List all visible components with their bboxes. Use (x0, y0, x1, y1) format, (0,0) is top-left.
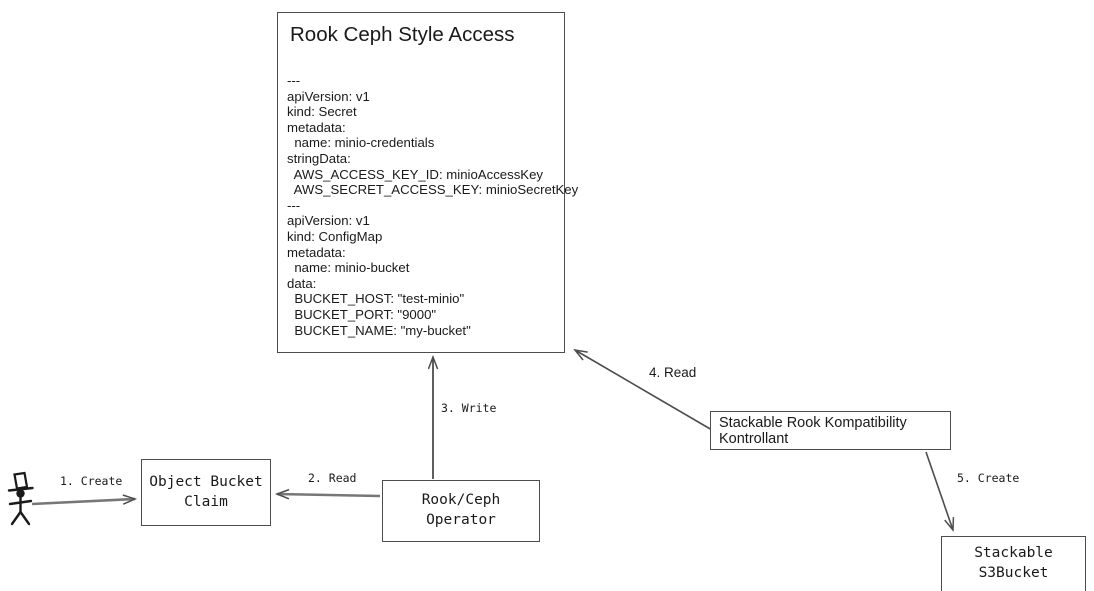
edge-label-4-read: 4. Read (649, 365, 697, 380)
edge-1-create (31, 499, 135, 506)
node-rook-ceph-operator[interactable]: Rook/Ceph Operator (382, 480, 540, 542)
node-rook-ceph-operator-label: Rook/Ceph Operator (421, 492, 501, 528)
edge-label-5-create: 5. Create (957, 471, 1020, 485)
node-stackable-s3bucket[interactable]: Stackable S3Bucket (941, 536, 1086, 591)
edge-label-3-write: 3. Write (441, 401, 497, 415)
stick-figure-with-top-hat-icon (7, 471, 34, 526)
edge-label-1-create: 1. Create (60, 474, 123, 488)
node-object-bucket-claim-label: Object Bucket Claim (149, 473, 263, 510)
node-stackable-s3bucket-label: Stackable S3Bucket (974, 545, 1053, 581)
note-rook-ceph-style-access: Rook Ceph Style Access --- apiVersion: v… (277, 12, 579, 353)
node-stackable-rook-kompatibility-kontrollant[interactable]: Stackable Rook Kompatibility Kontrollant (710, 411, 951, 450)
edge-4-read (575, 350, 713, 431)
note-yaml-body: --- apiVersion: v1 kind: Secret metadata… (287, 73, 579, 338)
edge-5-create (925, 451, 953, 530)
note-title: Rook Ceph Style Access (290, 23, 515, 46)
node-object-bucket-claim[interactable]: Object Bucket Claim (141, 459, 271, 526)
node-kontrollant-label: Stackable Rook Kompatibility Kontrollant (719, 414, 907, 447)
edge-2-read (277, 494, 381, 496)
edge-label-2-read: 2. Read (308, 471, 357, 485)
